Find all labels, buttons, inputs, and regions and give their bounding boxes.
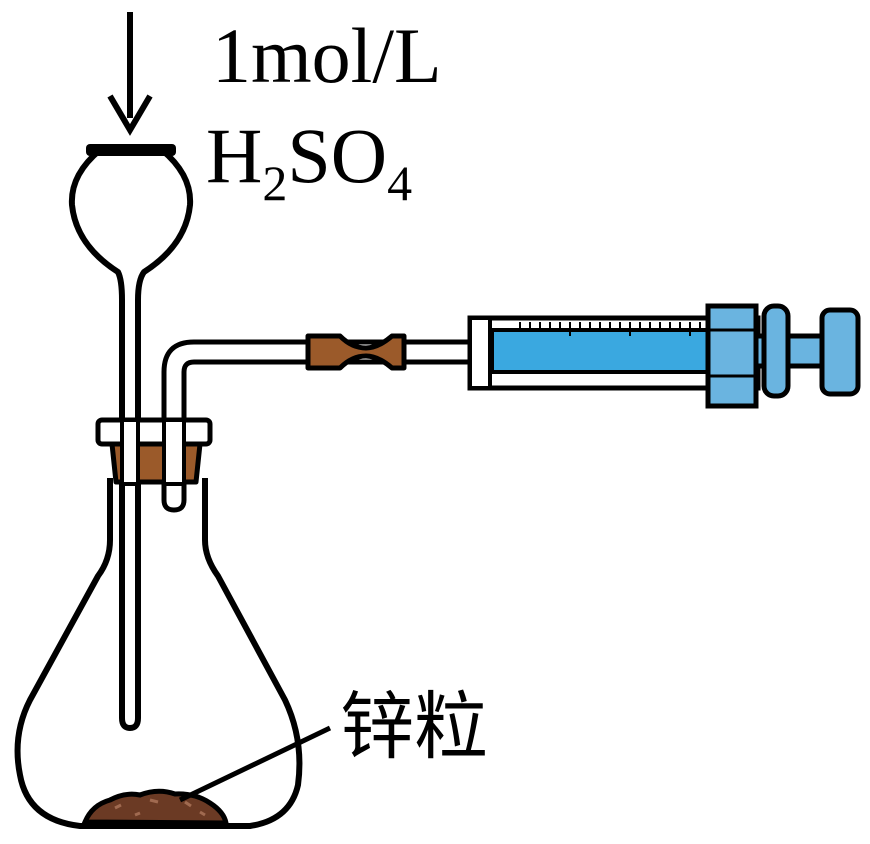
syringe-graduations [519,322,701,336]
acid-formula-label: H2SO4 [206,112,412,211]
delivery-tube [161,339,473,513]
syringe-plunger-head [819,307,861,397]
formula-so: SO [287,112,387,199]
acid-concentration-label: 1mol/L [212,12,442,99]
stopper-collar [95,417,213,447]
zinc-granules [81,788,230,826]
formula-o-subscript: 4 [387,155,412,211]
gas-syringe [467,303,861,409]
zinc-granules-label: 锌粒 [340,684,488,770]
down-arrow-icon [107,12,153,136]
formula-h-subscript: 2 [262,155,287,211]
syringe-flange [705,303,759,409]
syringe-gas-column [490,328,744,374]
rubber-connector [305,333,407,371]
formula-h: H [206,112,262,199]
funnel-rim [86,144,176,156]
zinc-label-leader [178,725,332,803]
conical-flask [14,478,303,829]
